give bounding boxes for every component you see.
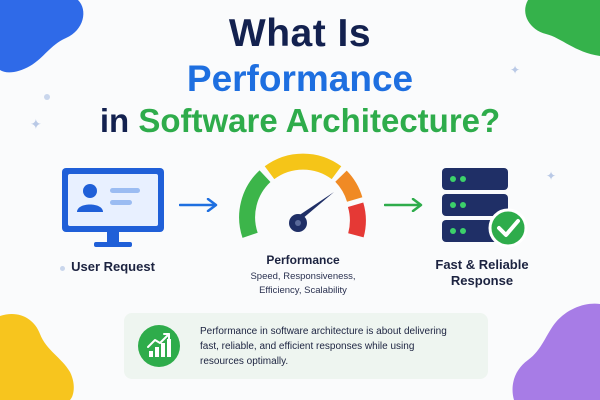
step-label-performance: Performance: [266, 253, 340, 267]
arrow-right-icon: [384, 198, 423, 212]
title-line-3: in Software Architecture?: [0, 104, 600, 137]
purple-corner-blob: [512, 303, 600, 400]
title-line-1: What Is: [228, 12, 372, 55]
yellow-corner-blob: [0, 314, 74, 400]
step-label-fast-reliable-response: Fast & Reliable Response: [414, 257, 550, 290]
server-check-icon: [442, 168, 528, 248]
step-label-user-request: User Request: [71, 259, 155, 274]
summary-text-line-2: fast, reliable, and efficient responses …: [200, 341, 415, 352]
response-label-line-2: Response: [450, 273, 514, 289]
title-line-2: Performance: [186, 58, 414, 99]
sparkle-icon: ✦: [546, 169, 557, 183]
summary-text: Performance in software architecture is …: [200, 324, 486, 369]
speedometer-gauge-icon: [239, 153, 366, 238]
performance-description-line-2: Efficiency, Scalability: [259, 284, 347, 296]
green-corner-blob: [525, 0, 600, 56]
response-label-line-1: Fast & Reliable: [435, 257, 529, 272]
monitor-user-icon: [62, 168, 164, 247]
summary-text-line-3: resources optimally.: [200, 356, 289, 367]
step-performance-description: Speed, Responsiveness, Efficiency, Scala…: [226, 270, 380, 298]
summary-text-line-1: Performance in software architecture is …: [200, 326, 447, 337]
title-line-3-main: Software Architecture?: [138, 102, 501, 139]
sparkle-icon: ✦: [30, 117, 42, 133]
title-line-3-prefix: in: [99, 102, 130, 139]
growth-chart-icon: [138, 325, 180, 367]
summary-callout: Performance in software architecture is …: [124, 313, 488, 379]
sparkle-icon: ✦: [510, 63, 521, 77]
blue-corner-blob: [0, 0, 84, 73]
decor-dot: [44, 94, 50, 100]
performance-description-line-1: Speed, Responsiveness,: [250, 271, 356, 282]
arrow-right-icon: [179, 198, 218, 212]
decor-dot: [60, 266, 65, 271]
